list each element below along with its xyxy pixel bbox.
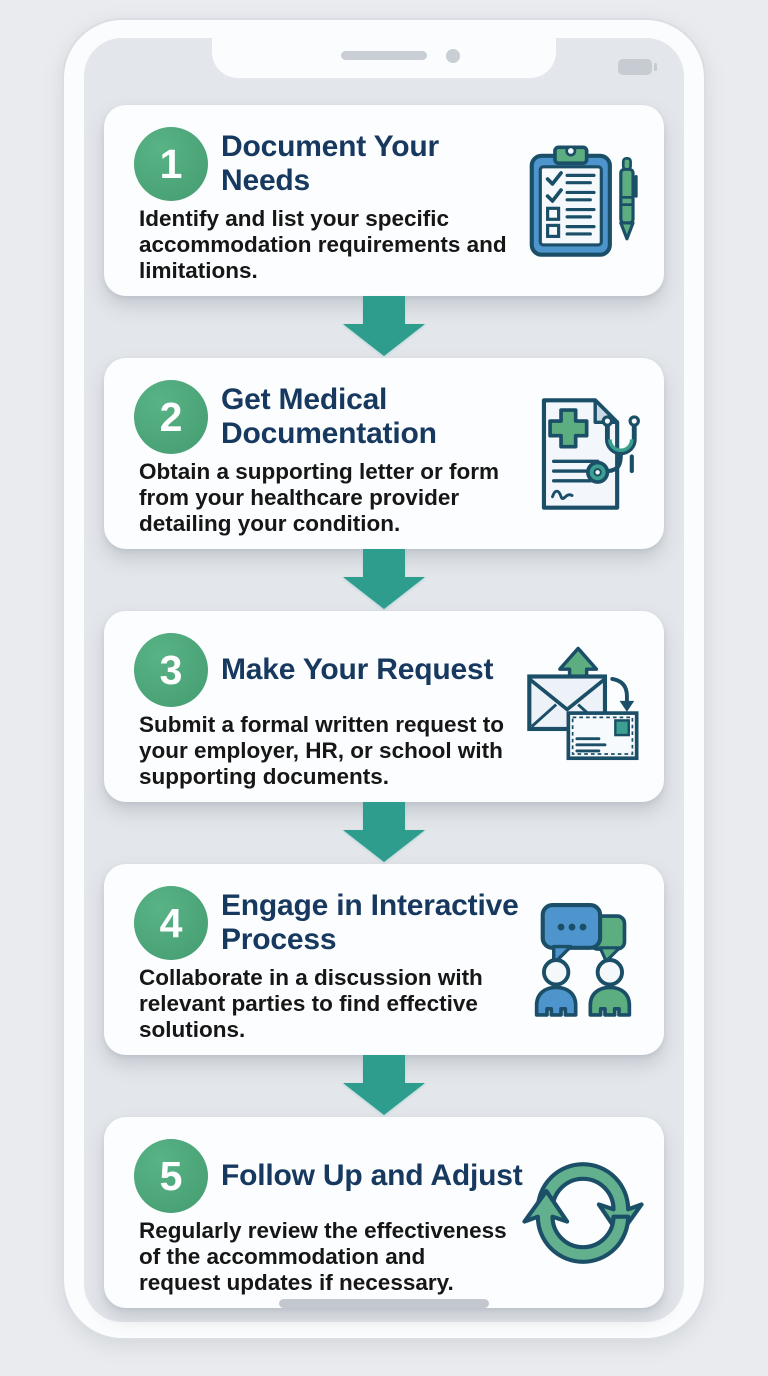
battery-icon (618, 59, 657, 75)
step-card-3: 3 Make Your Request Submit a formal writ… (104, 611, 664, 802)
step-5-title: Follow Up and Adjust (221, 1159, 523, 1192)
speaker-grille-icon (341, 51, 427, 60)
refresh-cycle-icon (522, 1152, 644, 1274)
step-2-header: 2 Get Medical Documentation (134, 380, 640, 454)
medical-document-stethoscope-icon (522, 393, 644, 515)
step-card-5: 5 Follow Up and Adjust Regularly review … (104, 1117, 664, 1308)
flow-arrow-2 (104, 549, 664, 611)
step-1-title: Document Your Needs (221, 130, 439, 197)
step-5-description: Regularly review the effectiveness of th… (139, 1218, 507, 1295)
step-2-description: Obtain a supporting letter or form from … (139, 459, 500, 536)
step-5-header: 5 Follow Up and Adjust (134, 1139, 640, 1213)
step-1-description: Identify and list your specific accommod… (139, 206, 507, 283)
step-3-title: Make Your Request (221, 653, 494, 686)
envelope-send-icon (522, 646, 644, 768)
steps-flow: 1 Document Your Needs Identify and list … (104, 105, 664, 1308)
flow-arrow-3 (104, 802, 664, 864)
step-2-title: Get Medical Documentation (221, 383, 437, 450)
step-4-header: 4 Engage in Interactive Process (134, 886, 640, 960)
camera-dot-icon (446, 49, 460, 63)
flow-arrow-4 (104, 1055, 664, 1117)
phone-screen: 1 Document Your Needs Identify and list … (84, 38, 684, 1322)
discussion-people-icon (522, 899, 644, 1021)
step-5-number-badge: 5 (134, 1139, 208, 1213)
clipboard-checklist-icon (522, 140, 644, 262)
step-card-4: 4 Engage in Interactive Process Collabor… (104, 864, 664, 1055)
step-4-title: Engage in Interactive Process (221, 889, 519, 956)
phone-frame: 1 Document Your Needs Identify and list … (62, 18, 706, 1340)
step-2-number-badge: 2 (134, 380, 208, 454)
step-4-number-badge: 4 (134, 886, 208, 960)
step-3-number-badge: 3 (134, 633, 208, 707)
flow-arrow-1 (104, 296, 664, 358)
step-3-header: 3 Make Your Request (134, 633, 640, 707)
step-card-2: 2 Get Medical Documentation Obtain a sup… (104, 358, 664, 549)
home-indicator (279, 1299, 489, 1308)
step-4-description: Collaborate in a discussion with relevan… (139, 965, 483, 1042)
step-3-description: Submit a formal written request to your … (139, 712, 505, 789)
step-card-1: 1 Document Your Needs Identify and list … (104, 105, 664, 296)
step-1-header: 1 Document Your Needs (134, 127, 640, 201)
step-1-number-badge: 1 (134, 127, 208, 201)
phone-notch (212, 38, 556, 78)
